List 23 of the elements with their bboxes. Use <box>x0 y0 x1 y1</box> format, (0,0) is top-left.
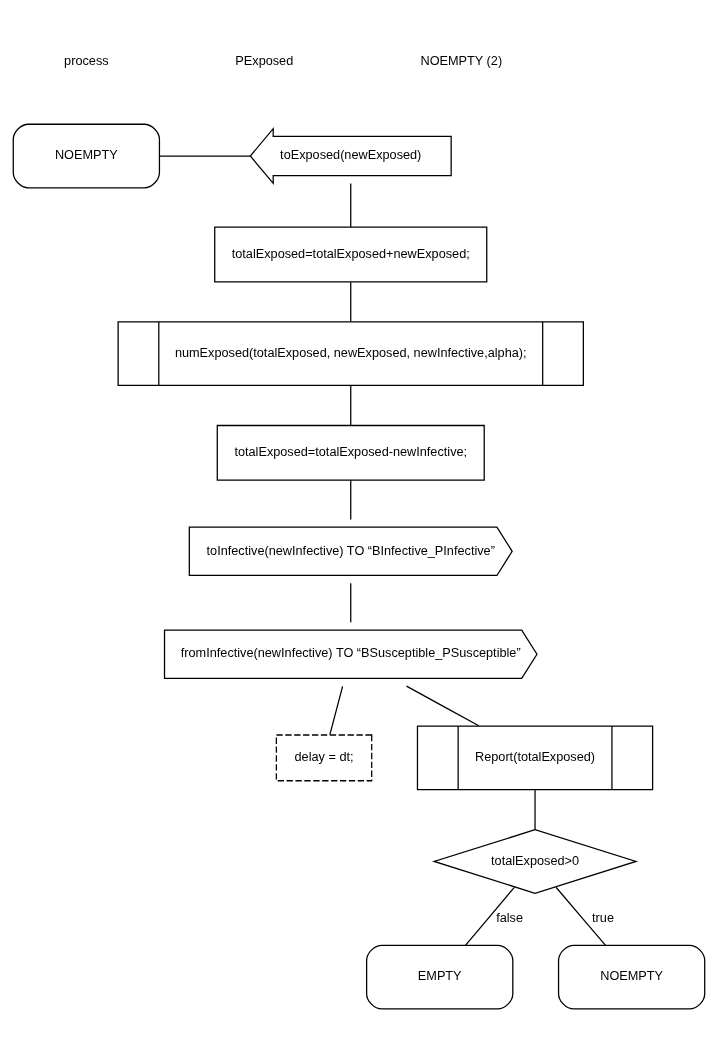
connector <box>405 685 480 726</box>
node-box: totalExposed=totalExposed+newExposed; <box>214 226 488 282</box>
connector <box>350 479 352 520</box>
connector <box>159 154 251 157</box>
connector <box>350 281 352 322</box>
node-box: delay = dt; <box>275 733 373 781</box>
edge-label: true <box>592 909 614 925</box>
label: process <box>64 52 109 68</box>
node-box: NOEMPTY <box>12 123 161 188</box>
connector <box>329 685 344 735</box>
connector <box>534 788 536 830</box>
connector <box>350 384 352 426</box>
connector <box>555 886 607 946</box>
node-diamond: totalExposed>0 <box>432 828 639 894</box>
connector <box>464 886 515 946</box>
node-box: totalExposed=totalExposed-newInfective; <box>216 424 485 481</box>
node-box: EMPTY <box>366 944 514 1010</box>
node-box: NOEMPTY <box>557 944 706 1010</box>
edge-label: false <box>496 909 524 925</box>
connector <box>350 582 352 623</box>
label: PExposed <box>235 52 294 68</box>
label: NOEMPTY (2) <box>420 52 503 68</box>
connector <box>350 182 352 228</box>
